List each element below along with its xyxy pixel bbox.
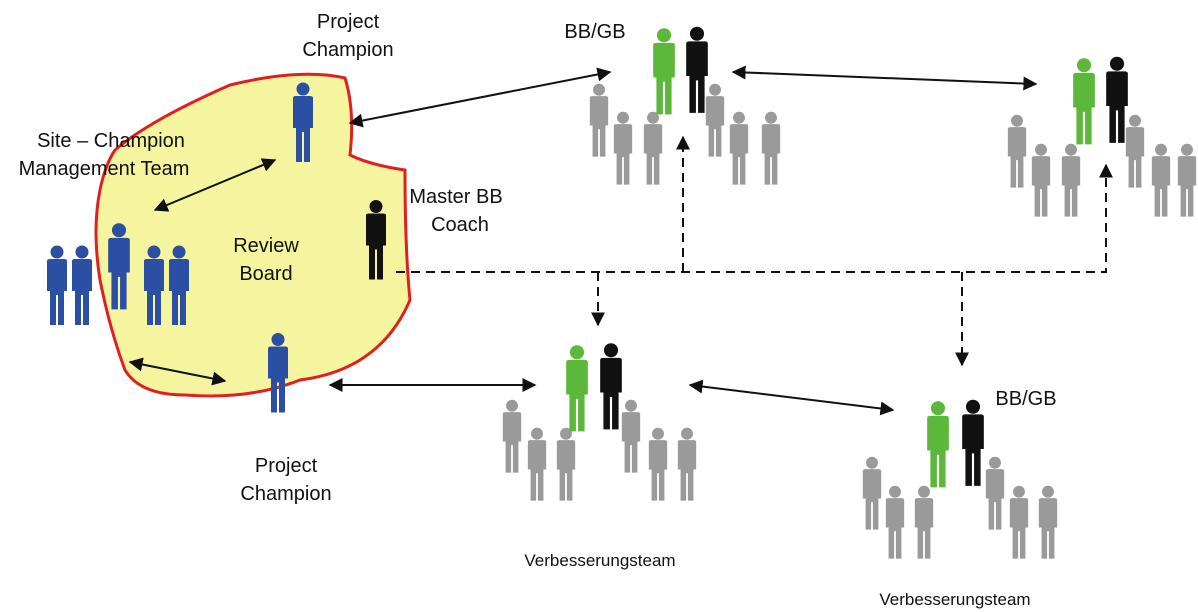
label-project-champion-top-1: Project	[317, 11, 380, 33]
arrow-bottom-teams	[688, 379, 895, 416]
label-project-champion-bottom-1: Project	[255, 455, 318, 477]
label-bbgb-top: BB/GB	[564, 21, 625, 43]
label-master-bb-1: Master BB	[409, 186, 502, 208]
label-review-board-1: Review	[233, 235, 299, 257]
team-bottom-center	[502, 343, 697, 501]
label-master-bb-2: Coach	[431, 214, 489, 236]
label-review-board-2: Board	[239, 263, 292, 285]
label-team-center: Verbesserungsteam	[524, 551, 675, 570]
dashed-coach-line	[396, 163, 1113, 273]
arrow-top-teams	[731, 65, 1038, 91]
label-site-champion-1: Site – Champion	[37, 130, 185, 152]
team-bottom-right	[862, 399, 1058, 559]
label-project-champion-top-2: Champion	[302, 39, 393, 61]
arrow-site-to-champion	[153, 158, 277, 212]
label-team-right: Verbesserungsteam	[879, 590, 1030, 609]
label-bbgb-right: BB/GB	[995, 388, 1056, 410]
arrow-site-to-bottom-champion	[128, 357, 227, 386]
team-top-right	[1007, 56, 1197, 217]
label-project-champion-bottom-2: Champion	[240, 483, 331, 505]
team-top-center	[589, 26, 781, 185]
arrow-champion-to-top-team	[348, 67, 612, 128]
label-site-champion-2: Management Team	[19, 158, 190, 180]
